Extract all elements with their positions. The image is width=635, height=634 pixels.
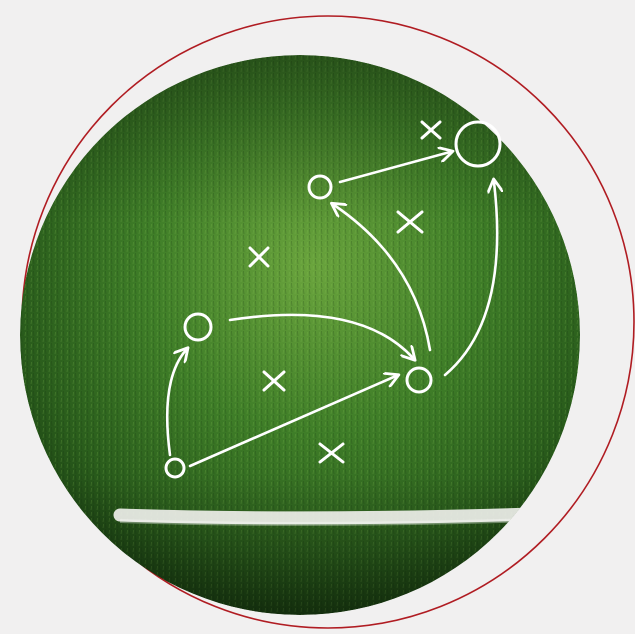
pitch-line bbox=[120, 512, 590, 518]
grass-field bbox=[20, 55, 590, 615]
